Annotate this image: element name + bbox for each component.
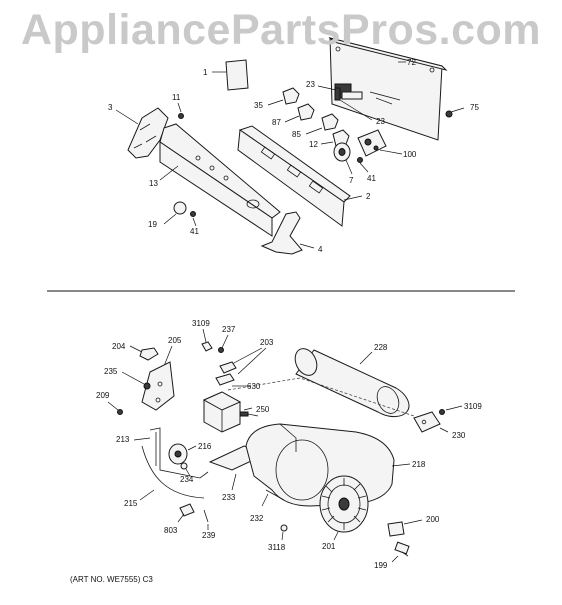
callout-3118: 3118 [268,543,286,552]
part-endcap-3: 3 [108,103,169,159]
callout-85: 85 [292,130,301,139]
part-screw-75: 75 [445,103,479,118]
callout-3109a: 3109 [192,319,210,328]
part-switch-85: 85 [292,113,339,139]
part-switch-12: 12 [309,129,350,149]
part-screw-237: 237 [218,325,236,353]
part-clips-203: 203 [215,338,274,386]
callout-228: 228 [374,343,388,352]
callout-201: 201 [322,542,336,551]
part-232: 232 [250,489,285,523]
callout-235: 235 [104,367,118,376]
part-label-card: 1 [203,59,249,91]
part-bracket-230: 230 [413,411,466,440]
callout-209: 209 [96,391,110,400]
part-duct-228: 228 [294,343,410,418]
callout-3109b: 3109 [464,402,482,411]
part-screw-3109-a: 3109 [192,319,213,352]
part-idler-216: 216 [168,442,212,465]
callout-41b: 41 [190,227,199,236]
part-screw-235: 235 [104,367,151,390]
callout-75: 75 [470,103,479,112]
watermark: AppliancePartsPros.com [20,6,541,54]
callout-234: 234 [180,475,194,484]
callout-218: 218 [412,460,426,469]
part-screw-3109-b: 3109 [439,402,482,415]
part-motor-250: 250 [202,391,270,433]
part-630: 630 [232,382,261,391]
callout-1: 1 [203,68,208,77]
part-switch-35: 35 [254,87,300,110]
part-board-2: 2 [237,125,371,227]
callout-13: 13 [149,179,158,188]
callout-239: 239 [202,531,216,540]
part-bolt-199: 199 [374,541,410,570]
callout-204: 204 [112,342,126,351]
part-arm-213: 213 [116,427,209,479]
callout-72: 72 [407,58,416,67]
callout-215: 215 [124,499,138,508]
part-timer-100: 100 [357,129,417,159]
callout-630: 630 [247,382,261,391]
part-screw-11: 11 [172,93,184,119]
callout-233: 233 [222,493,236,502]
callout-12: 12 [309,140,318,149]
callout-2: 2 [366,192,371,201]
part-bracket-205: 205 [141,336,182,411]
part-clips-23: 23 23 [306,80,385,126]
callout-35: 35 [254,101,263,110]
callout-230: 230 [452,431,466,440]
part-clamp-204: 204 [112,342,159,361]
callout-203: 203 [260,338,274,347]
part-803: 803 [164,503,195,535]
part-backsplash: 72 [328,37,448,141]
callout-23a: 23 [306,80,315,89]
part-belt-215: 215 [124,445,205,508]
part-knob-19: 19 [148,201,187,229]
callout-199: 199 [374,561,388,570]
part-41-top: 41 [357,157,376,183]
part-clamp-200: 200 [387,515,440,537]
callout-3: 3 [108,103,113,112]
callout-87: 87 [272,118,281,127]
part-control-panel-13: 13 [149,123,281,237]
callout-237: 237 [222,325,236,334]
callout-100: 100 [403,150,417,159]
callout-216: 216 [198,442,212,451]
callout-4: 4 [318,245,323,254]
callout-803: 803 [164,526,178,535]
part-239: 239 [202,509,216,540]
callout-205: 205 [168,336,182,345]
part-knob-7: 7 [333,142,354,185]
part-blower-wheel-201: 201 [319,475,369,551]
part-209: 209 [96,391,123,415]
callout-41a: 41 [367,174,376,183]
callout-19: 19 [148,220,157,229]
callout-23b: 23 [376,117,385,126]
callout-213: 213 [116,435,130,444]
art-number: (ART NO. WE7555) C3 [70,575,153,584]
part-endcap-4: 4 [260,211,323,255]
part-234: 234 [180,462,194,484]
callout-11: 11 [172,93,181,102]
part-41-lower: 41 [190,211,199,236]
callout-232: 232 [250,514,264,523]
callout-200: 200 [426,515,440,524]
callout-7: 7 [349,176,354,185]
callout-250: 250 [256,405,270,414]
part-3118: 3118 [268,524,288,552]
part-switch-87: 87 [272,103,315,127]
